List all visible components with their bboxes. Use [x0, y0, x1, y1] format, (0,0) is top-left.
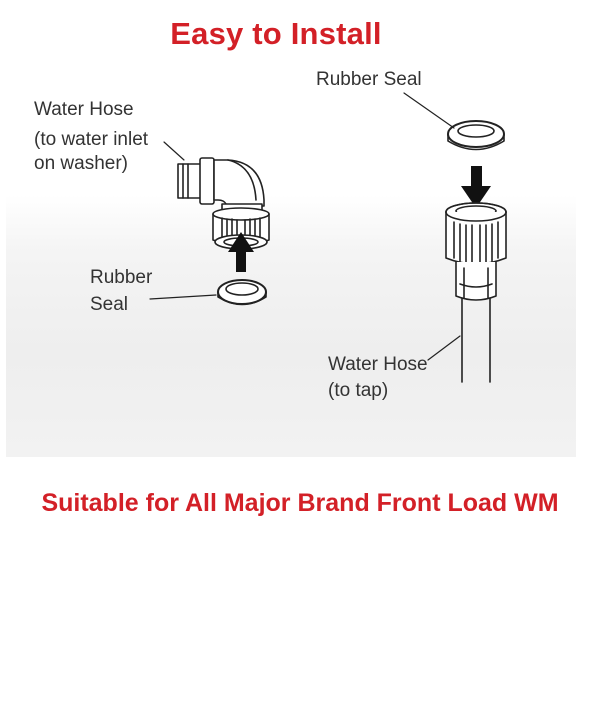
installation-diagram	[149, 92, 507, 383]
right-hose-label-line1: Water Hose	[328, 354, 428, 375]
left-insert-arrow	[228, 232, 254, 272]
right-insert-arrow	[461, 166, 491, 208]
left-seal-label-line2: Seal	[90, 294, 129, 315]
left-hose-label-line1: Water Hose	[34, 99, 134, 120]
page-title: Easy to Install	[170, 16, 382, 51]
elbow-hose-connector	[177, 157, 265, 215]
right-hose-label-line2: (to tap)	[328, 380, 389, 401]
right-coupling-nut	[445, 202, 507, 266]
right-seal-label: Rubber Seal	[316, 69, 422, 90]
compatibility-tagline: Suitable for All Major Brand Front Load …	[41, 489, 559, 517]
right-hose-ferrule	[455, 261, 497, 301]
right-rubber-seal	[447, 120, 505, 151]
left-seal-label-line1: Rubber	[90, 267, 153, 288]
left-hose-label-line2: (to water inlet	[34, 129, 149, 150]
left-hose-label-line3: on washer)	[34, 153, 128, 174]
left-rubber-seal	[217, 279, 267, 306]
right-water-hose	[461, 297, 491, 383]
